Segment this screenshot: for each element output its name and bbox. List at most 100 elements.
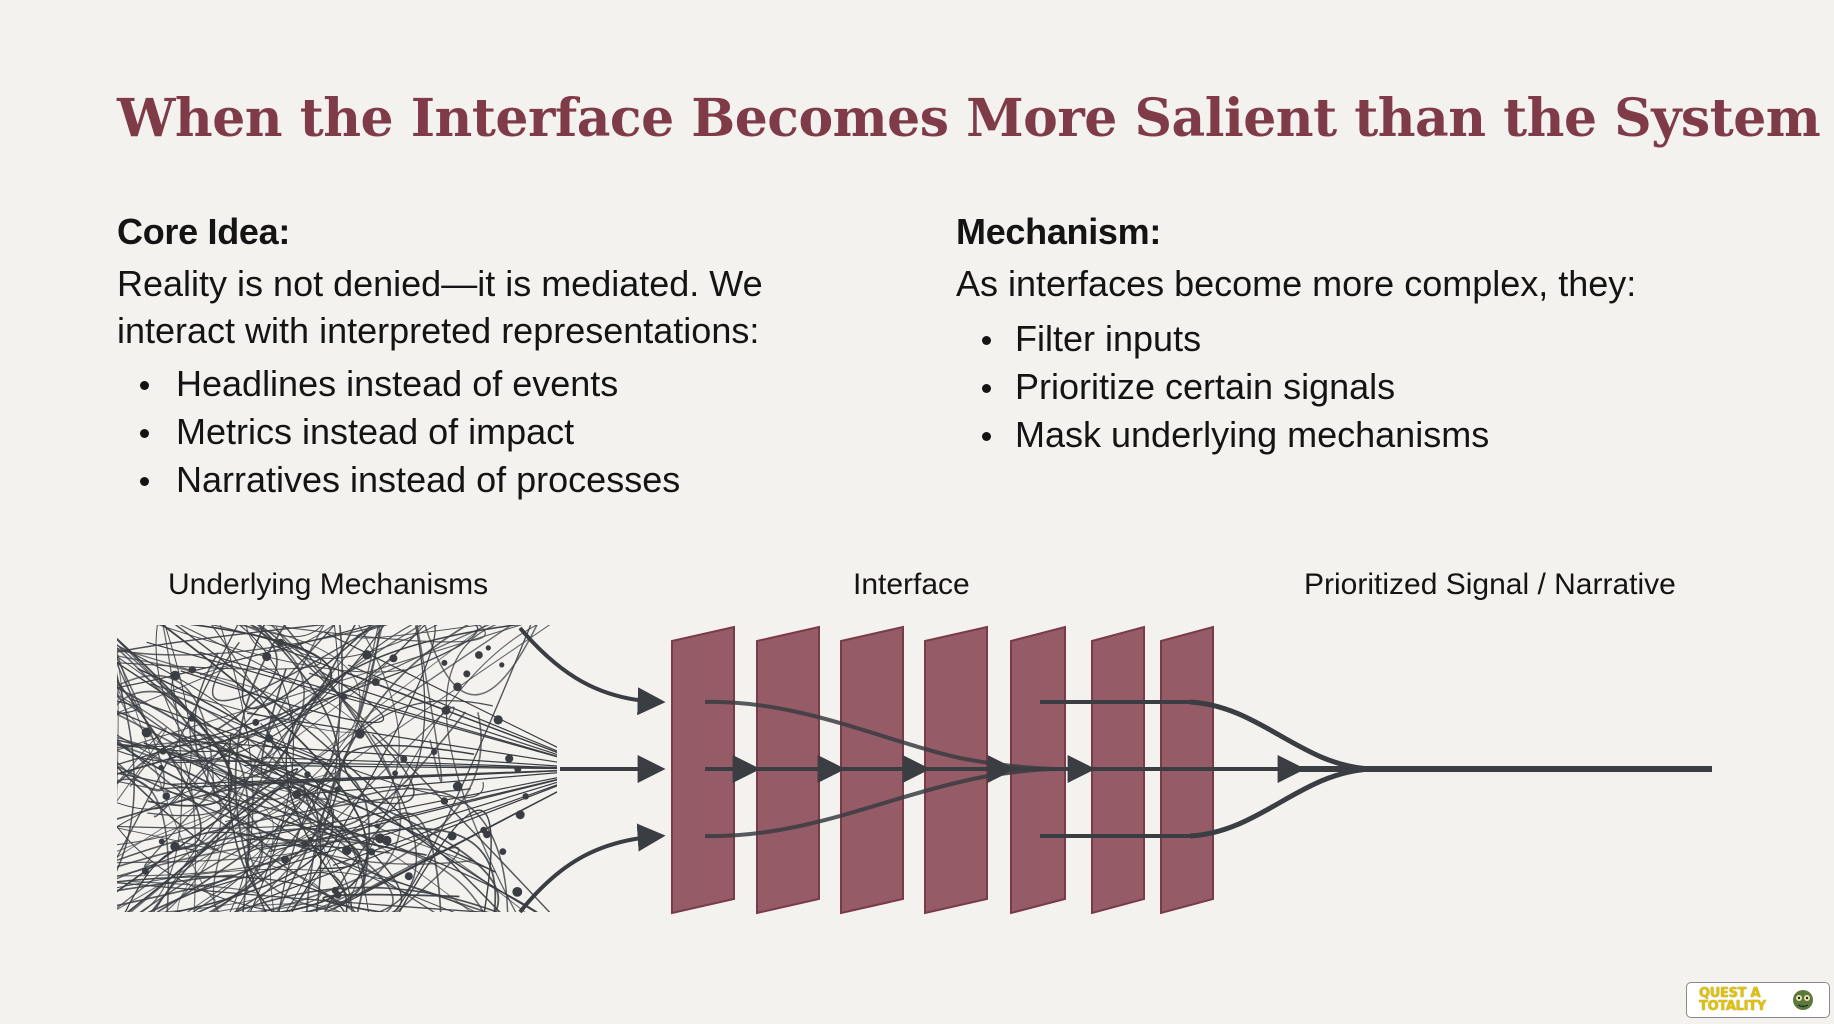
network-edge xyxy=(117,739,357,912)
network-edge xyxy=(233,770,557,785)
network-node xyxy=(441,706,451,715)
network-node xyxy=(307,836,314,843)
network-node xyxy=(463,670,471,678)
network-node xyxy=(404,872,413,881)
network-edge xyxy=(172,732,500,912)
network-node xyxy=(170,841,180,852)
network-edge xyxy=(246,712,557,763)
network-node xyxy=(368,848,376,856)
network-node xyxy=(389,654,398,663)
network-node xyxy=(342,845,352,856)
network-edge xyxy=(263,625,486,643)
bullet-text: Filter inputs xyxy=(1015,318,1202,359)
network-exit-node xyxy=(581,690,589,698)
bullet-text: Headlines instead of events xyxy=(176,363,619,404)
network-edge xyxy=(117,778,170,912)
watermark-badge: QUEST A TOTALITY xyxy=(1686,982,1830,1018)
network-edge xyxy=(211,625,379,702)
network-node xyxy=(281,855,290,864)
network-edge xyxy=(117,772,339,852)
mascot-icon xyxy=(1793,990,1813,1010)
network-node xyxy=(362,650,372,660)
network-node xyxy=(141,727,152,738)
network-edge xyxy=(191,781,557,894)
network-edge xyxy=(244,777,557,841)
network-node xyxy=(331,886,339,894)
core-idea-body: Reality is not denied—it is mediated. We… xyxy=(117,260,917,354)
bullet-item: Headlines instead of events xyxy=(117,360,917,408)
network-node xyxy=(371,678,380,686)
label-interface: Interface xyxy=(853,568,970,601)
network-node xyxy=(301,840,309,848)
network-node xyxy=(375,833,385,844)
network-exit-node xyxy=(581,838,589,846)
network-edge xyxy=(262,756,557,769)
network-edge xyxy=(322,893,460,912)
network-edge xyxy=(393,625,532,912)
network-edge xyxy=(117,652,123,697)
network-edge xyxy=(227,733,274,912)
network-edge xyxy=(117,646,209,803)
network-node xyxy=(514,765,522,773)
network-node xyxy=(188,666,196,674)
bullet-text: Prioritize certain signals xyxy=(1015,366,1396,407)
label-underlying-mechanisms: Underlying Mechanisms xyxy=(168,568,489,601)
network-node xyxy=(440,797,449,805)
network-edge xyxy=(199,651,557,757)
mechanism-bullets: Filter inputs Prioritize certain signals… xyxy=(956,315,1756,459)
interface-panel xyxy=(671,625,735,915)
bullet-dot-icon xyxy=(982,336,991,345)
network-edge xyxy=(276,625,381,912)
signal-lines xyxy=(704,699,1712,839)
network-node xyxy=(374,823,380,829)
network-edge xyxy=(246,625,375,912)
bullet-dot-icon xyxy=(982,384,991,393)
network-node xyxy=(475,651,483,659)
network-edge xyxy=(181,740,557,767)
network-edge xyxy=(356,625,483,639)
network-edge xyxy=(146,641,557,758)
network-node xyxy=(355,729,365,739)
converge-bottom xyxy=(1189,766,1371,839)
network-edge xyxy=(117,625,386,656)
network-edge xyxy=(117,647,338,823)
network-edge xyxy=(258,712,482,912)
bullet-text: Metrics instead of impact xyxy=(176,411,575,452)
network-edge xyxy=(233,886,499,912)
network-edge xyxy=(278,700,493,912)
network-node xyxy=(452,781,463,792)
bullet-dot-icon xyxy=(982,432,991,441)
network-edge xyxy=(237,625,426,841)
label-prioritized-signal: Prioritized Signal / Narrative xyxy=(1304,568,1676,601)
network-edge xyxy=(258,625,551,912)
network-edge xyxy=(332,784,557,866)
watermark-text-line: QUEST A xyxy=(1699,986,1761,1001)
network-node xyxy=(515,810,525,820)
network-edge xyxy=(117,679,202,849)
network-node xyxy=(483,830,491,839)
core-idea-bullets: Headlines instead of events Metrics inst… xyxy=(117,360,917,504)
bullet-text: Narratives instead of processes xyxy=(176,459,681,500)
network-edge xyxy=(174,625,501,912)
network-edge xyxy=(272,644,557,754)
network-edge xyxy=(117,727,167,802)
network-edge xyxy=(291,772,557,796)
network-node xyxy=(441,659,448,666)
network-edge xyxy=(324,812,442,912)
network-edge xyxy=(309,672,557,756)
network-node xyxy=(262,652,272,662)
bullet-item: Mask underlying mechanisms xyxy=(956,411,1756,459)
network-edge xyxy=(212,782,274,863)
network-edge xyxy=(117,662,403,912)
network-edge xyxy=(117,625,327,653)
network-node xyxy=(493,715,503,725)
network-edge xyxy=(398,809,492,912)
network-edge xyxy=(167,759,557,769)
network-node xyxy=(431,748,438,756)
network-edge xyxy=(305,625,470,912)
network-node xyxy=(304,771,311,778)
network-node xyxy=(341,693,348,700)
exit-arrow-bottom xyxy=(518,823,666,914)
bullet-dot-icon xyxy=(140,477,149,486)
